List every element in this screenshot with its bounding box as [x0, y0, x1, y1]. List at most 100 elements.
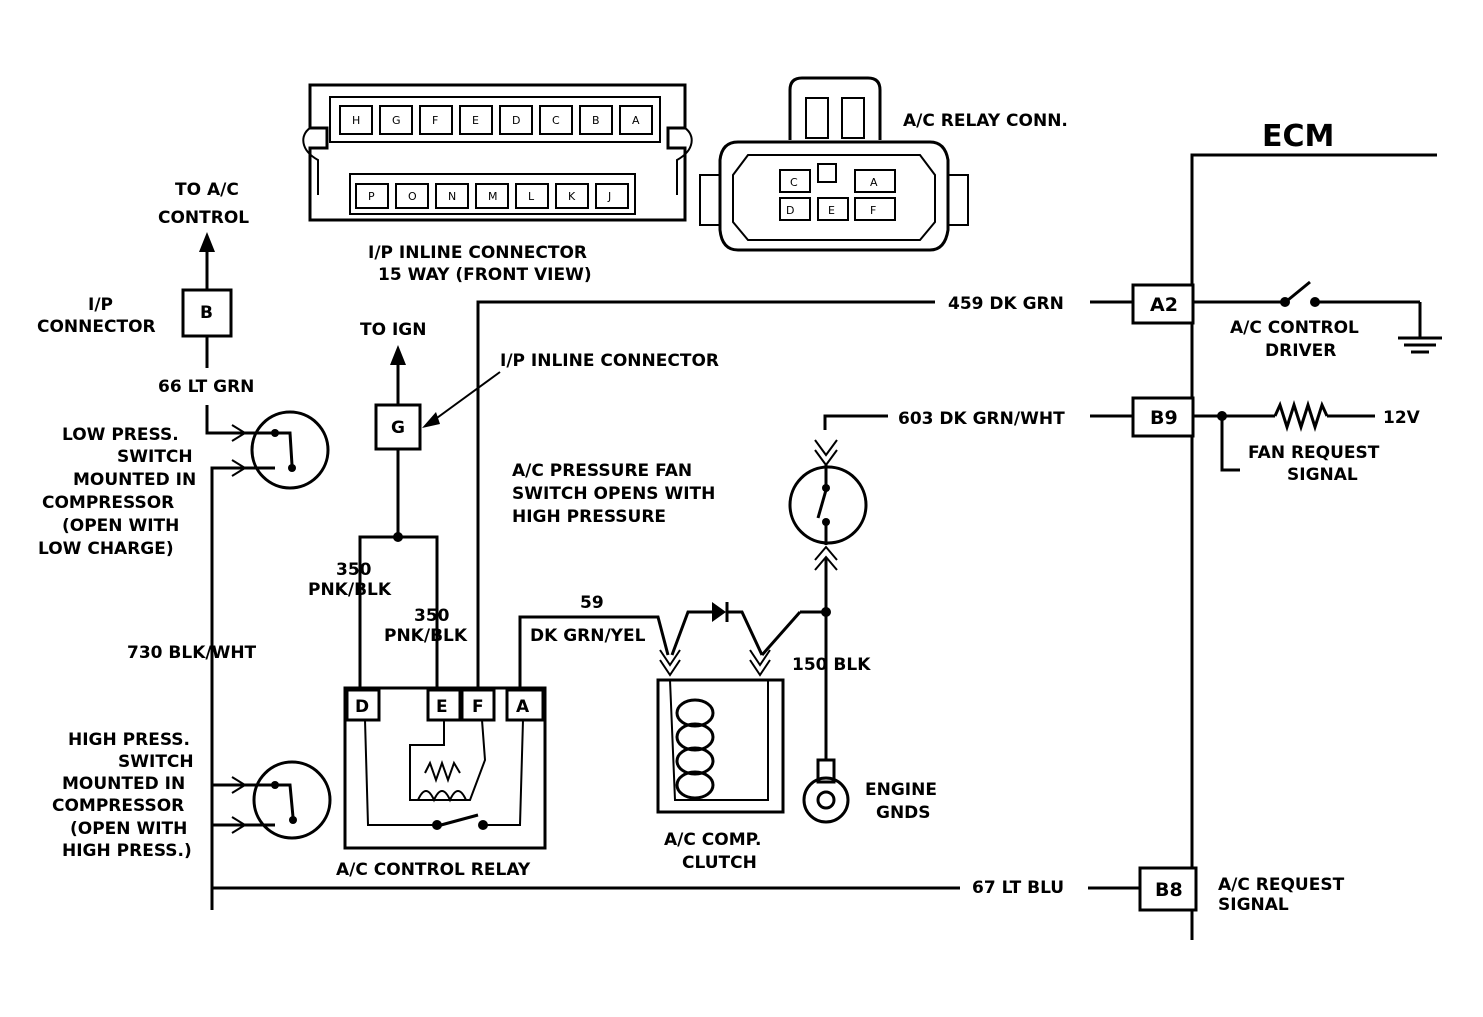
low-switch-line6: LOW CHARGE): [38, 539, 174, 559]
high-switch-line4: COMPRESSOR: [52, 796, 184, 816]
ecm-title: ECM: [1262, 119, 1334, 154]
ip-connector-pin-b-label: B: [200, 303, 213, 323]
high-switch-line5: (OPEN WITH: [70, 819, 187, 839]
to-ac-control-line1: TO A/C: [175, 180, 239, 200]
ac-request-label-line2: SIGNAL: [1218, 895, 1289, 915]
ac-control-relay: D E F A A/C CONTROL RELAY: [336, 686, 547, 880]
wire-350a-line2: PNK/BLK: [308, 580, 392, 600]
relay-pin-d: [345, 688, 381, 722]
wire-150-label: 150 BLK: [792, 655, 871, 675]
relay-label: A/C CONTROL RELAY: [336, 860, 531, 880]
wire-59-line2: DK GRN/YEL: [530, 626, 646, 646]
driver-label-line1: A/C CONTROL: [1230, 318, 1359, 338]
ip-top-cavity: [499, 105, 533, 135]
fan-request-label-line2: SIGNAL: [1287, 465, 1358, 485]
ip-bottom-cavity-label: O: [408, 190, 417, 203]
wire-66-label: 66 LT GRN: [158, 377, 254, 397]
ip-top-cavity: [619, 105, 653, 135]
ecm-terminal-b8-label: B8: [1155, 879, 1183, 901]
low-switch-line4: COMPRESSOR: [42, 493, 174, 513]
relay-switch-contact: [440, 813, 479, 827]
ip-connector-label-line1: I/P: [88, 295, 113, 315]
low-switch-line2: SWITCH: [117, 447, 193, 467]
ip-connector-caption-line1: I/P INLINE CONNECTOR: [368, 243, 587, 263]
ip-top-cavity-label: G: [392, 114, 401, 127]
ecm-block: ECM A2 B9 B8: [1131, 119, 1437, 940]
arrow-up-icon: [390, 345, 406, 365]
ac-control-driver: A/C CONTROL DRIVER: [1193, 280, 1442, 361]
ip-top-cavity-label: D: [512, 114, 520, 127]
ac-request-label-line1: A/C REQUEST: [1218, 875, 1345, 895]
relay-pin-e-label: E: [436, 697, 448, 717]
wire-459-label: 459 DK GRN: [948, 294, 1064, 314]
wire-59: [518, 615, 670, 690]
arrow-up-icon: [199, 232, 215, 252]
clutch-label-line1: A/C COMP.: [664, 830, 761, 850]
ac-compressor-clutch: A/C COMP. CLUTCH: [656, 649, 785, 873]
relay-pin-a: [505, 688, 545, 722]
ecm-terminal-a2-label: A2: [1150, 294, 1178, 316]
ip-connector-pin-b: [181, 288, 233, 338]
ip-top-cavity-label: F: [432, 114, 438, 127]
wire-67: [210, 825, 960, 890]
wire-459: [476, 300, 935, 688]
ip-top-cavity: [459, 105, 493, 135]
ip-bottom-cavity-label: M: [488, 190, 498, 203]
ground-eyelet-icon: [802, 776, 850, 824]
relay-resistor-icon: [424, 759, 461, 784]
pointer-arrow-icon: [422, 412, 440, 428]
wire-350b-line2: PNK/BLK: [384, 626, 468, 646]
ip-bottom-cavity: [355, 183, 389, 209]
ip-inline-connector-label: I/P INLINE CONNECTOR: [500, 351, 719, 371]
wire-59-line1: 59: [580, 593, 604, 613]
wire-350a-line1: 350: [336, 560, 372, 580]
fan-request-circuit: 12V FAN REQUEST SIGNAL: [1193, 400, 1421, 485]
engine-ground: ENGINE GNDS: [802, 758, 937, 824]
high-switch-line3: MOUNTED IN: [62, 774, 185, 794]
ip-top-cavity-label: B: [592, 114, 600, 127]
ground-symbol-icon: [1398, 336, 1442, 354]
ip-bottom-cavity-label: P: [368, 190, 375, 203]
ac-control-branch: TO A/C CONTROL B I/P CONNECTOR 66 LT GRN: [37, 180, 254, 435]
ecm-terminal-b8: [1138, 866, 1198, 912]
fan-pressure-switch: [788, 439, 868, 571]
ip-top-cavity: [579, 105, 613, 135]
relay-coil-icon: [417, 790, 467, 803]
ip-top-cavity: [539, 105, 573, 135]
high-switch-line6: HIGH PRESS.): [62, 841, 192, 861]
ip-top-cavity: [379, 105, 413, 135]
ip-top-cavity: [339, 105, 373, 135]
ip-bottom-cavity-label: K: [568, 190, 576, 203]
wire-67-label: 67 LT BLU: [972, 878, 1064, 898]
fan-switch-line3: HIGH PRESSURE: [512, 507, 666, 527]
relay-conn-cavity-e: E: [828, 204, 835, 217]
relay-pin-d-label: D: [355, 697, 369, 717]
resistor-icon: [1273, 400, 1329, 432]
ecm-terminal-a2: [1131, 283, 1195, 325]
wire-603: [823, 414, 888, 430]
high-press-switch-icon: [252, 760, 332, 840]
fan-switch-icon: [788, 465, 868, 545]
ip-inline-pin-g-label: G: [391, 418, 405, 438]
relay-pin-f-label: F: [472, 697, 484, 717]
ip-bottom-cavity: [395, 183, 429, 209]
low-press-switch-icon: [250, 410, 330, 490]
voltage-label: 12V: [1383, 408, 1421, 428]
ip-top-cavity-label: E: [472, 114, 479, 127]
ip-top-cavity-label: H: [352, 114, 360, 127]
ip-bottom-cavity-label: L: [528, 190, 535, 203]
ecm-terminal-b9-label: B9: [1150, 407, 1178, 429]
ip-top-cavity: [419, 105, 453, 135]
connector-top-row-frame: [329, 96, 661, 143]
high-switch-line1: HIGH PRESS.: [68, 730, 190, 750]
ip-bottom-cavity: [555, 183, 589, 209]
high-switch-line2: SWITCH: [118, 752, 194, 772]
ip-top-cavity-label: C: [552, 114, 560, 127]
ac-relay-connector: C A D E F A/C RELAY CONN.: [699, 76, 1068, 252]
relay-conn-cavity-c: C: [790, 176, 798, 189]
low-switch-line3: MOUNTED IN: [73, 470, 196, 490]
clutch-body: [656, 678, 785, 814]
